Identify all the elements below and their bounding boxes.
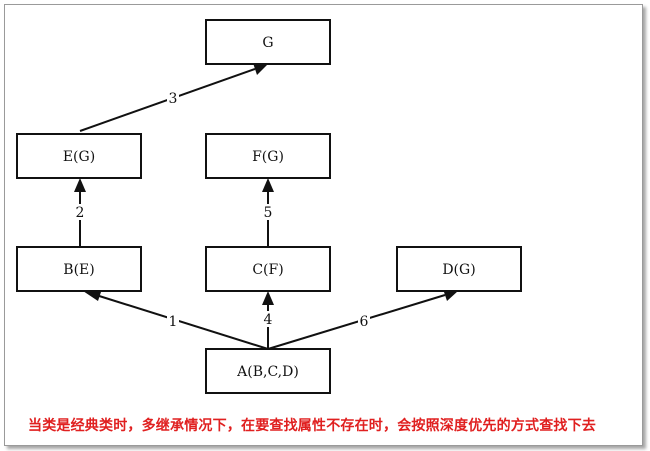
node-a-label: A(B,C,D) <box>236 364 299 380</box>
node-e-label: E(G) <box>63 149 95 165</box>
edge-label-6: 6 <box>358 313 370 330</box>
node-a: A(B,C,D) <box>205 348 331 394</box>
edge-label-5: 5 <box>262 204 274 221</box>
node-f: F(G) <box>205 133 331 179</box>
node-g-label: G <box>262 35 273 51</box>
edge-label-4-text: 4 <box>264 312 273 328</box>
caption-text: 当类是经典类时，多继承情况下，在要查找属性不存在时，会按照深度优先的方式查找下去 <box>28 418 596 434</box>
node-b-label: B(E) <box>63 262 94 278</box>
node-b: B(E) <box>16 246 142 292</box>
node-d-label: D(G) <box>442 262 475 278</box>
node-d: D(G) <box>396 246 522 292</box>
node-f-label: F(G) <box>252 149 284 165</box>
edge-label-2-text: 2 <box>76 205 85 221</box>
edge-label-4: 4 <box>262 311 274 328</box>
edge-label-2: 2 <box>74 204 86 221</box>
edge-label-3-text: 3 <box>169 91 178 107</box>
edge-label-1-text: 1 <box>169 314 178 330</box>
edge-label-1: 1 <box>167 313 179 330</box>
node-g: G <box>205 19 331 65</box>
edge-label-3: 3 <box>167 90 179 107</box>
edge-label-5-text: 5 <box>264 205 273 221</box>
node-c-label: C(F) <box>252 262 283 278</box>
node-e: E(G) <box>16 133 142 179</box>
node-c: C(F) <box>205 246 331 292</box>
edge-label-6-text: 6 <box>360 314 369 330</box>
